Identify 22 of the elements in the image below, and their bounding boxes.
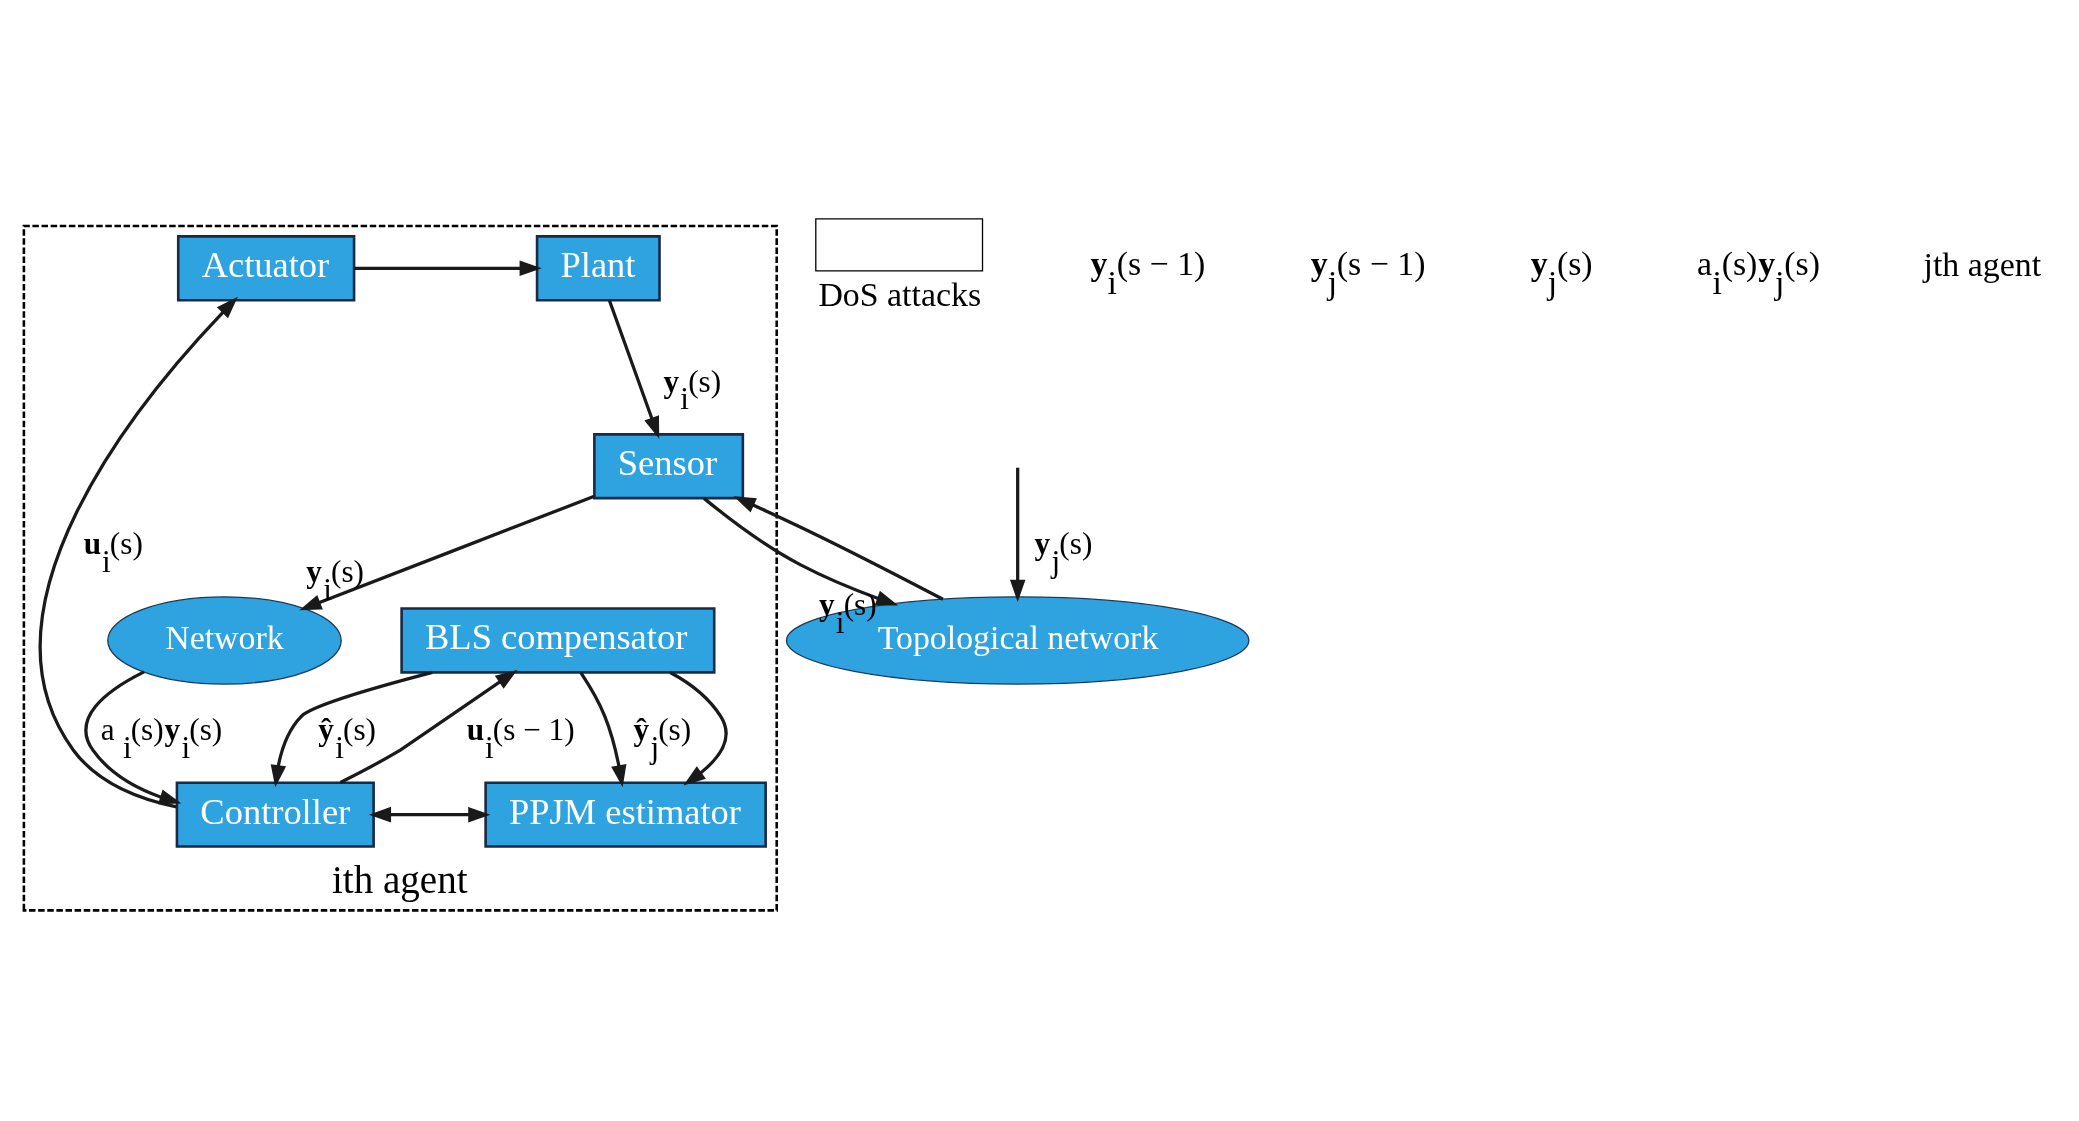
arrow [579,671,627,787]
node-box: Controller [175,780,375,848]
arrow [607,299,660,439]
arrow [354,260,542,276]
node-box: Actuator [176,234,356,301]
arrow [703,496,899,606]
node-box [815,217,984,272]
arrow [270,670,433,787]
arrow [368,806,491,822]
arrow [84,669,182,804]
label: jth agent [1923,245,2042,283]
node-box: PPJM estimator [484,780,767,848]
node-box: Plant [535,234,661,301]
arrow [733,495,944,601]
arrow [1009,467,1026,602]
node-label: DoS attacks [818,275,982,313]
node-box: BLS compensator [400,606,716,674]
arrow [339,669,518,784]
arrow [299,494,595,610]
arrow [669,670,728,785]
arrow [39,296,238,808]
node-box: Sensor [593,432,745,499]
